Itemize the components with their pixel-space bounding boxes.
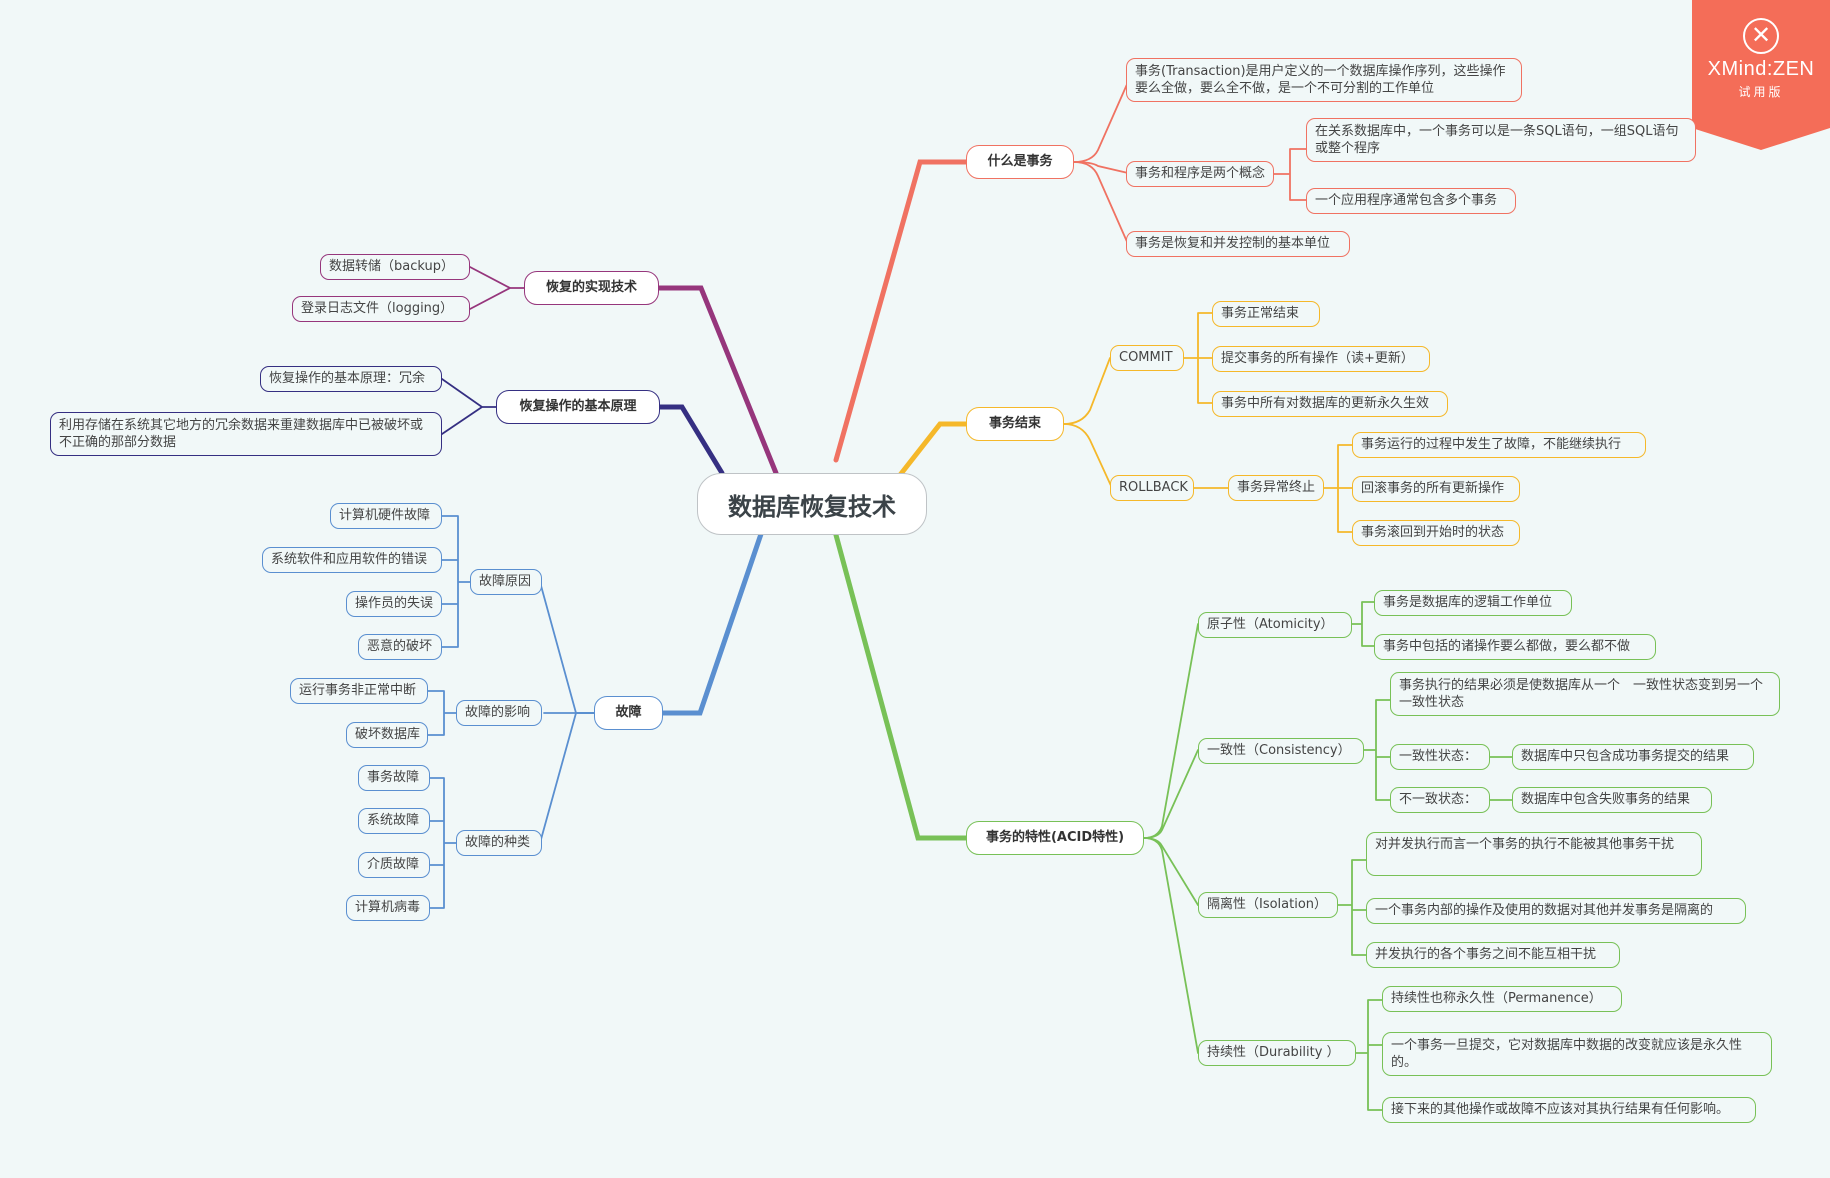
topic-recovery-principle[interactable]: 恢复操作的基本原理 (496, 390, 660, 424)
watermark-subtitle: 试用版 (1738, 85, 1784, 99)
node-durability[interactable]: 持续性（Durability ） (1198, 1040, 1356, 1066)
node-cause-operator[interactable]: 操作员的失误 (346, 591, 442, 617)
node-inconsistent-state[interactable]: 不一致状态： (1390, 787, 1490, 813)
topic-fault[interactable]: 故障 (594, 696, 663, 730)
node-effect-damage[interactable]: 破坏数据库 (346, 722, 428, 748)
watermark-title: XMind:ZEN (1707, 58, 1815, 80)
topic-acid[interactable]: 事务的特性(ACID特性) (966, 821, 1144, 855)
topic-recovery-implementation[interactable]: 恢复的实现技术 (524, 271, 659, 305)
node-durability-committed[interactable]: 一个事务一旦提交，它对数据库中数据的改变就应该是永久性的。 (1382, 1032, 1772, 1076)
node-consistent-state-desc[interactable]: 数据库中只包含成功事务提交的结果 (1512, 744, 1754, 770)
node-atomicity-all-or-nothing[interactable]: 事务中包括的诸操作要么都做，要么都不做 (1374, 634, 1656, 660)
node-commit-all-ops[interactable]: 提交事务的所有操作（读+更新） (1212, 346, 1430, 372)
node-abort-undo[interactable]: 回滚事务的所有更新操作 (1352, 476, 1520, 502)
node-atomicity[interactable]: 原子性（Atomicity） (1198, 612, 1352, 638)
node-abort-fault[interactable]: 事务运行的过程中发生了故障，不能继续执行 (1352, 432, 1646, 458)
node-atomicity-logical-unit[interactable]: 事务是数据库的逻辑工作单位 (1374, 590, 1572, 616)
node-isolation-concurrent[interactable]: 并发执行的各个事务之间不能互相干扰 (1366, 942, 1620, 968)
node-abort-rollback-start[interactable]: 事务滚回到开始时的状态 (1352, 520, 1520, 546)
node-fault-effects[interactable]: 故障的影响 (456, 700, 542, 726)
node-cause-software[interactable]: 系统软件和应用软件的错误 (262, 547, 442, 573)
node-transaction-definition[interactable]: 事务(Transaction)是用户定义的一个数据库操作序列，这些操作要么全做，… (1126, 58, 1522, 102)
topic-transaction-end[interactable]: 事务结束 (966, 407, 1064, 441)
node-cause-hardware[interactable]: 计算机硬件故障 (330, 503, 442, 529)
node-transaction-sql[interactable]: 在关系数据库中，一个事务可以是一条SQL语句，一组SQL语句或整个程序 (1306, 118, 1696, 162)
node-logging[interactable]: 登录日志文件（logging） (292, 296, 470, 322)
trial-badge (1692, 0, 1830, 150)
node-commit[interactable]: COMMIT (1110, 345, 1184, 371)
node-transaction-basic-unit[interactable]: 事务是恢复和并发控制的基本单位 (1126, 231, 1350, 257)
node-kind-virus[interactable]: 计算机病毒 (346, 895, 430, 921)
node-abnormal-abort[interactable]: 事务异常终止 (1228, 475, 1324, 501)
node-backup[interactable]: 数据转储（backup） (320, 254, 470, 280)
node-consistency-definition[interactable]: 事务执行的结果必须是使数据库从一个 一致性状态变到另一个一致性状态 (1390, 672, 1780, 716)
node-isolation[interactable]: 隔离性（Isolation） (1198, 892, 1338, 918)
node-consistent-state[interactable]: 一致性状态： (1390, 744, 1490, 770)
node-kind-media[interactable]: 介质故障 (358, 852, 430, 878)
node-app-many-transactions[interactable]: 一个应用程序通常包含多个事务 (1306, 188, 1516, 214)
node-isolation-no-interference[interactable]: 对并发执行而言一个事务的执行不能被其他事务干扰 (1366, 832, 1702, 876)
root-topic[interactable]: 数据库恢复技术 (697, 473, 927, 535)
node-kind-transaction[interactable]: 事务故障 (358, 765, 430, 791)
node-commit-normal-end[interactable]: 事务正常结束 (1212, 301, 1320, 327)
node-transaction-vs-program[interactable]: 事务和程序是两个概念 (1126, 161, 1274, 187)
node-kind-system[interactable]: 系统故障 (358, 808, 430, 834)
node-rollback[interactable]: ROLLBACK (1110, 475, 1194, 501)
node-principle-rebuild[interactable]: 利用存储在系统其它地方的冗余数据来重建数据库中已被破坏或不正确的那部分数据 (50, 412, 442, 456)
node-durability-permanence[interactable]: 持续性也称永久性（Permanence） (1382, 986, 1622, 1012)
node-cause-malicious[interactable]: 恶意的破坏 (358, 634, 442, 660)
node-isolation-isolated-data[interactable]: 一个事务内部的操作及使用的数据对其他并发事务是隔离的 (1366, 898, 1746, 924)
node-inconsistent-state-desc[interactable]: 数据库中包含失败事务的结果 (1512, 787, 1712, 813)
node-principle-redundancy[interactable]: 恢复操作的基本原理：冗余 (260, 366, 442, 392)
node-consistency[interactable]: 一致性（Consistency） (1198, 738, 1364, 764)
topic-what-is-transaction[interactable]: 什么是事务 (966, 145, 1074, 179)
node-fault-kinds[interactable]: 故障的种类 (456, 830, 542, 856)
close-icon[interactable]: ✕ (1743, 18, 1779, 54)
node-effect-interrupt[interactable]: 运行事务非正常中断 (290, 678, 428, 704)
node-commit-permanent[interactable]: 事务中所有对数据库的更新永久生效 (1212, 391, 1448, 417)
node-fault-causes[interactable]: 故障原因 (470, 569, 542, 595)
node-durability-no-effect[interactable]: 接下来的其他操作或故障不应该对其执行结果有任何影响。 (1382, 1097, 1756, 1123)
